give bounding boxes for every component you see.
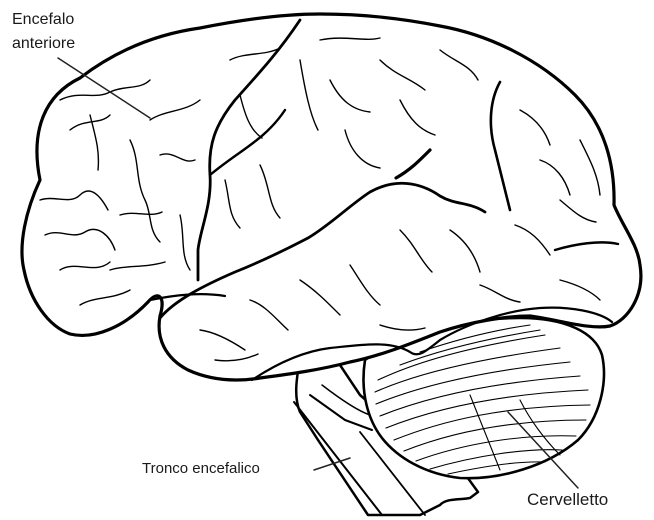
forebrain-label: Encefalo anteriore: [12, 8, 75, 56]
brainstem-label: Tronco encefalico: [142, 459, 260, 479]
forebrain-label-line-1: Encefalo: [12, 8, 75, 32]
cerebellum-label: Cervelletto: [527, 489, 608, 511]
forebrain-label-line-2: anteriore: [12, 32, 75, 56]
